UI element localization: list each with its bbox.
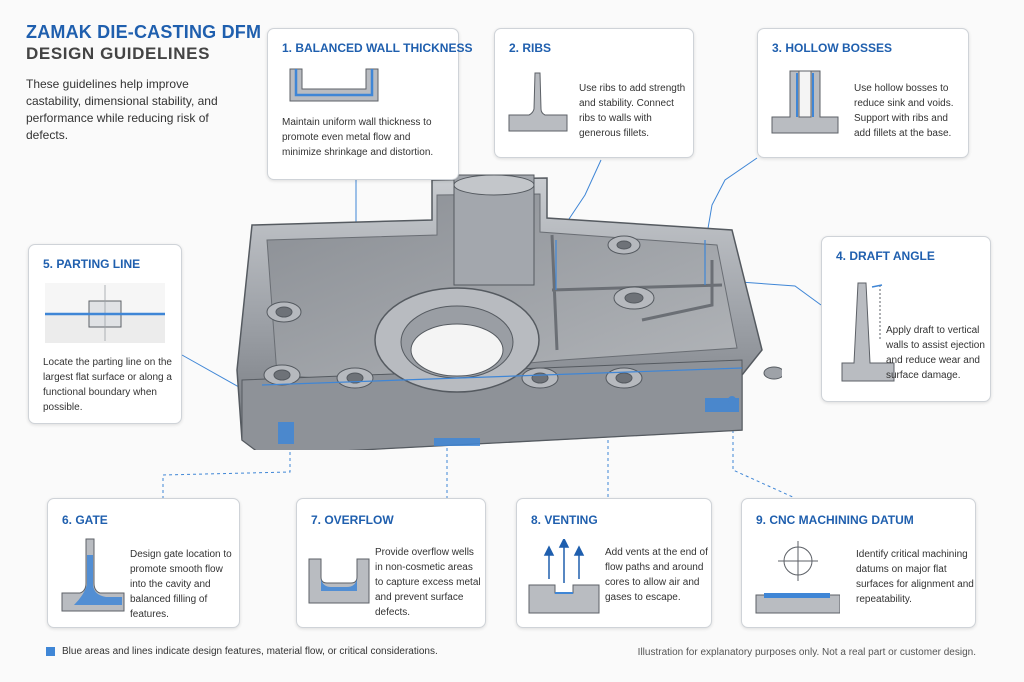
guideline-card-wall-thickness: 1. BALANCED WALL THICKNESS Maintain unif…	[267, 28, 472, 180]
page-title: ZAMAK DIE-CASTING DFM	[26, 22, 262, 42]
guideline-text: Locate the parting line on the largest f…	[43, 357, 172, 413]
guideline-title: 3. HOLLOW BOSSES	[772, 41, 893, 55]
guideline-title: 5. PARTING LINE	[43, 257, 141, 271]
guideline-card-venting: 8. VENTING Add vents at the end of flow …	[516, 498, 712, 628]
guideline-text: Provide overflow wells in non-cosmetic a…	[375, 547, 481, 618]
guideline-title: 1. BALANCED WALL THICKNESS	[282, 41, 473, 55]
connector-datum	[732, 400, 796, 499]
guideline-title: 7. OVERFLOW	[311, 513, 394, 527]
parting-line-icon	[45, 283, 165, 343]
draft-angle-icon	[841, 282, 895, 382]
connector-draft	[739, 281, 822, 306]
overflow-well-icon	[308, 558, 370, 604]
rib-icon	[508, 72, 568, 132]
machining-datum-icon	[755, 541, 840, 614]
intro-text: These guidelines help improve castabilit…	[26, 77, 218, 142]
hollow-boss-icon	[771, 70, 839, 134]
guideline-text: Use ribs to add strength and stability. …	[579, 83, 686, 139]
guideline-card-overflow: 7. OVERFLOW Provide overflow wells in no…	[296, 498, 486, 628]
guideline-text: Use hollow bosses to reduce sink and voi…	[854, 83, 954, 139]
guideline-card-hollow-bosses: 3. HOLLOW BOSSES Use hollow bosses to re…	[757, 28, 969, 158]
guideline-title: 2. RIBS	[509, 41, 552, 55]
guideline-title: 6. GATE	[62, 513, 108, 527]
legend-text: Blue areas and lines indicate design fea…	[62, 646, 438, 657]
guideline-card-draft-angle: 4. DRAFT ANGLE Apply draft to vertical w…	[821, 236, 991, 402]
guideline-card-cnc-datum: 9. CNC MACHINING DATUM Identify critical…	[741, 498, 976, 628]
venting-icon	[528, 539, 600, 614]
guideline-title: 8. VENTING	[531, 513, 598, 527]
guideline-text: Add vents at the end of flow paths and a…	[605, 547, 708, 603]
page-subtitle: DESIGN GUIDELINES	[26, 44, 211, 63]
guideline-text: Maintain uniform wall thickness to promo…	[282, 117, 434, 158]
blue-swatch-icon	[46, 647, 55, 656]
die-cast-housing-illustration	[236, 174, 782, 450]
legend-note: Blue areas and lines indicate design fea…	[46, 646, 438, 657]
guideline-title: 9. CNC MACHINING DATUM	[756, 513, 914, 527]
guideline-card-parting-line: 5. PARTING LINE Locate the parting line …	[28, 244, 182, 424]
connector-bosses	[705, 157, 758, 241]
disclaimer-text: Illustration for explanatory purposes on…	[637, 647, 976, 658]
guideline-text: Identify critical machining datums on ma…	[856, 549, 974, 605]
gate-icon	[61, 538, 125, 612]
wall-thickness-icon	[289, 68, 379, 102]
guideline-card-gate: 6. GATE Design gate location to promote …	[47, 498, 240, 628]
connector-gate	[162, 428, 291, 498]
guideline-text: Apply draft to vertical walls to assist …	[886, 325, 985, 381]
guideline-text: Design gate location to promote smooth f…	[130, 549, 232, 620]
guideline-title: 4. DRAFT ANGLE	[836, 249, 935, 263]
guideline-card-ribs: 2. RIBS Use ribs to add strength and sta…	[494, 28, 694, 158]
